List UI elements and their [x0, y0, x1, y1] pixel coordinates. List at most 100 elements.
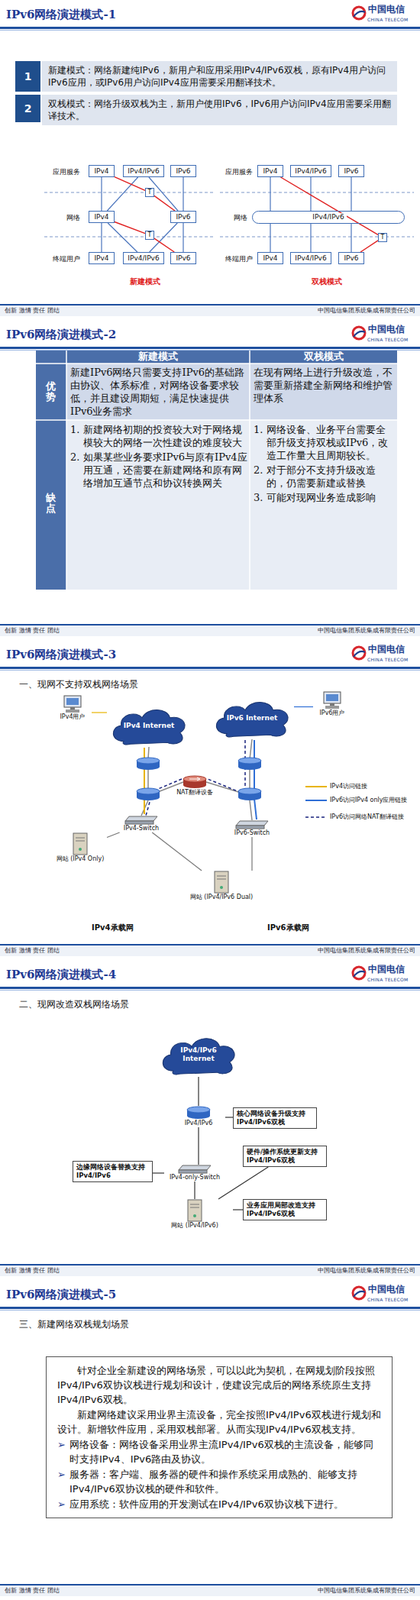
logo-text: 中国电信	[368, 642, 416, 656]
user-pc: IPv4用户	[53, 694, 92, 721]
logo-text: CHINA TELECOM	[367, 656, 418, 663]
protocol-box: IPv4/IPv6	[122, 252, 165, 265]
logo-mark	[353, 971, 366, 977]
connector	[100, 177, 102, 211]
node-text: IPv4	[259, 165, 282, 177]
zone-label: IPv4承载网	[91, 922, 161, 934]
layer-label: 应用服务	[44, 167, 81, 178]
connector	[91, 711, 107, 713]
node-text: 服务器：客户端、服务器的硬件和操作系统采用成熟的、能够支持IPv4/IPv6双协…	[69, 1466, 382, 1496]
legend-text: IPv6访问IPv4 only应用链接	[329, 796, 414, 805]
network-band: IPv4/IPv6	[252, 210, 405, 224]
node-text: 网站 (IPv4/IPv6 Dual)	[190, 893, 253, 902]
footer-text: 创新 激情 责任 团结	[4, 1266, 158, 1276]
table-cell: 1. 新建网络初期的投资较大对于网络规模较大的网络一次性建设的难度较大2. 如果…	[70, 423, 248, 492]
node-text: 业务应用局部改造支持IPv4/IPv6双栈	[246, 1201, 324, 1218]
connector	[106, 177, 138, 211]
node-text: IPv4	[90, 165, 113, 177]
header-rule	[0, 346, 420, 349]
connector	[269, 177, 271, 211]
diagram-caption: 新建模式	[114, 276, 176, 288]
node-text: IPv6 Internet	[226, 714, 278, 723]
server: 网站 (IPv4 Only)	[53, 832, 107, 863]
server-icon	[185, 1198, 204, 1222]
node-text: IPv6	[172, 165, 194, 177]
connector	[197, 1127, 199, 1165]
table-grid	[35, 349, 398, 590]
table-header: 双栈模式	[252, 349, 396, 364]
node-text: IPv4/IPv6	[184, 1119, 214, 1128]
network-links	[141, 739, 257, 821]
node-text: NAT翻译设备	[176, 788, 214, 797]
footer-text: 中国电信集团系统集成有限责任公司	[259, 1266, 416, 1276]
node-text: T	[145, 188, 154, 197]
switch: IPv4-Switch	[114, 815, 168, 833]
node-text: IPv4/IPv6 Internet	[166, 1046, 231, 1063]
logo-mark	[353, 1291, 366, 1297]
node-text: IPv6用户	[319, 709, 345, 718]
router-icon	[186, 1105, 211, 1120]
node-text: 应用系统：软件应用的开发测试在IPv4/IPv6双协议栈下进行。	[69, 1496, 382, 1512]
layer-separators	[44, 192, 414, 237]
node-text: IPv4/IPv6	[292, 165, 330, 177]
footer-band	[0, 945, 420, 957]
internet-cloud: IPv4 Internet	[106, 704, 191, 747]
logo-mark	[353, 11, 366, 17]
logo-text: CHINA TELECOM	[367, 976, 418, 983]
pc-icon	[321, 691, 343, 710]
switch: IPv6-Switch	[225, 820, 279, 837]
logo-mark	[353, 651, 366, 657]
slide-title: IPv6网络演进模式-3	[6, 647, 343, 663]
list-item: 1. 新建网络初期的投资较大对于网络规模较大的网络一次性建设的难度较大	[70, 423, 248, 450]
row-number: 1	[15, 61, 41, 92]
layer-label: 终端用户	[44, 254, 81, 265]
footer-band	[0, 625, 420, 637]
header-rule	[0, 1309, 420, 1311]
translator-box: T	[145, 187, 155, 198]
list-item: 1. 网络设备、业务平台需要全部升级支持双栈或IPv6，改造工作量大且周期较长。	[253, 423, 395, 462]
slide-title: IPv6网络演进模式-2	[6, 327, 343, 343]
logo-mark	[352, 6, 366, 20]
switch-icon	[124, 815, 159, 825]
node-text: ➢	[57, 1466, 70, 1496]
legend-text: IPv6访问网络NAT翻译链接	[329, 813, 414, 821]
footer-rule	[0, 1583, 420, 1586]
connector	[281, 177, 378, 235]
protocol-box: IPv6	[338, 164, 365, 178]
node-text: IPv4	[259, 252, 282, 264]
connector	[154, 195, 175, 211]
legend-text: IPv4访问链接	[329, 782, 414, 791]
connector	[114, 221, 146, 233]
protocol-box: IPv4	[88, 164, 115, 178]
node-text: IPv4/IPv6	[125, 252, 162, 264]
node-text: 网站 (IPv4/IPv6)	[171, 1221, 219, 1230]
footer-band	[0, 1265, 420, 1277]
table-cell: 在现有网络上进行升级改造，不需要重新搭建全新网络和维护管理体系	[253, 365, 395, 405]
layer-label: 终端用户	[216, 254, 253, 265]
node-text: 针对企业全新建设的网络场景，可以以此为契机，在网规划阶段按照IPv4/IPv6双…	[57, 1363, 382, 1407]
section-heading: 三、新建网络双栈规划场景	[19, 1318, 249, 1332]
connector	[182, 177, 184, 211]
section-heading: 二、现网改造双栈网络场景	[19, 998, 249, 1012]
footer-text: 创新 激情 责任 团结	[4, 1586, 158, 1596]
header-rule	[0, 26, 420, 30]
row-header: 优势	[45, 381, 56, 404]
diagram-caption: 双栈模式	[296, 276, 358, 288]
server-icon	[212, 870, 231, 894]
footer-text: 创新 激情 责任 团结	[4, 946, 158, 956]
node-text: IPv4用户	[59, 713, 85, 721]
connector	[107, 222, 138, 252]
protocol-box: IPv6	[338, 252, 365, 265]
connector	[152, 1172, 165, 1173]
node-text: IPv4-Switch	[123, 824, 159, 833]
callout-box: 核心网络设备升级支持IPv4/IPv6双栈	[232, 1107, 317, 1129]
logo-text: 中国电信	[368, 1282, 416, 1296]
table-cell: 1. 网络设备、业务平台需要全部升级支持双栈或IPv6，改造工作量大且周期较长。…	[253, 423, 395, 506]
table-header: 新建模式	[68, 349, 248, 364]
node-text: 边缘网络设备替换支持IPv4/IPv6	[76, 1163, 149, 1180]
protocol-box: IPv4	[88, 210, 115, 223]
nat-device: NAT翻译设备	[171, 775, 218, 797]
table-cell: 双栈模式：网络升级双栈为主，新用户使用IPv6，IPv6用户访问IPv4应用需要…	[42, 94, 398, 126]
header-rule	[0, 349, 420, 351]
connector	[360, 240, 378, 252]
